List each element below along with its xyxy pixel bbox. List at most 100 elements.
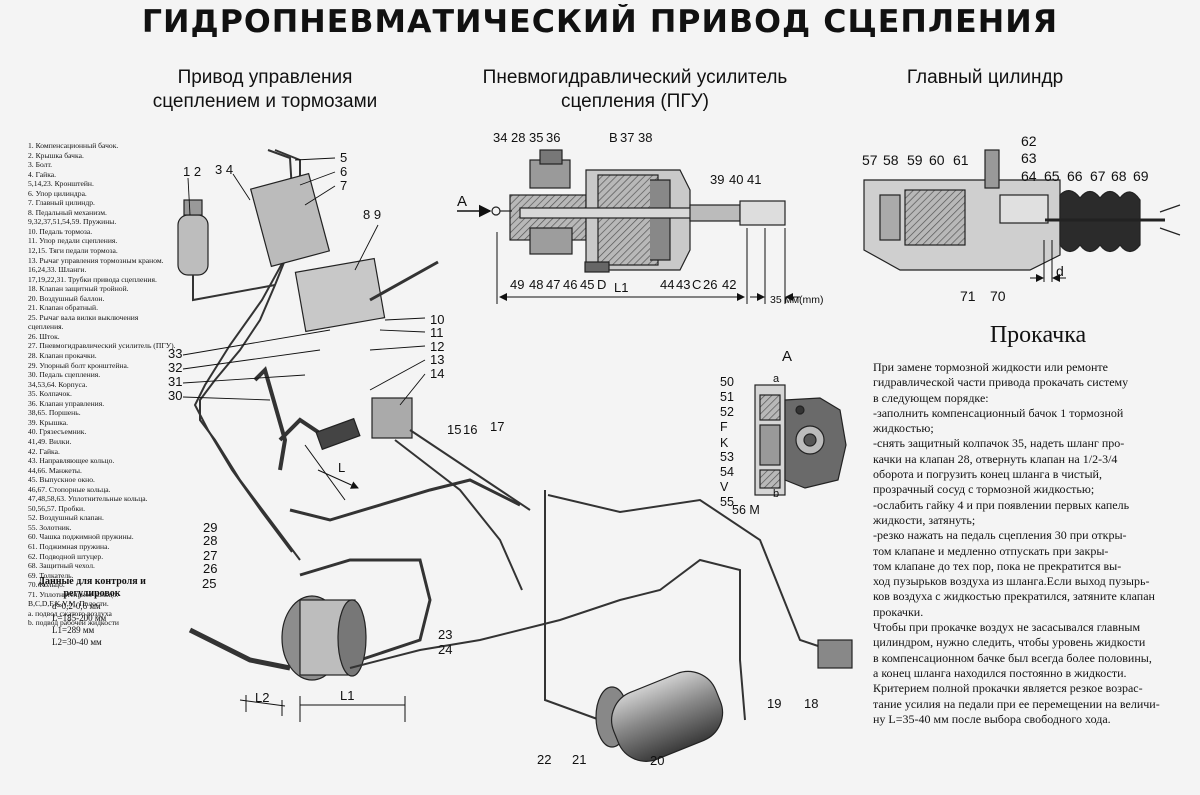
callout-label: 55 bbox=[720, 495, 734, 509]
legend-item: 20. Воздушный баллон. bbox=[28, 293, 105, 303]
legend-item: сцепления. bbox=[28, 322, 64, 332]
page-title: ГИДРОПНЕВМАТИЧЕСКИЙ ПРИВОД СЦЕПЛЕНИЯ bbox=[141, 4, 1059, 40]
callout-label: 3 4 bbox=[215, 162, 233, 177]
callout-label: C bbox=[692, 277, 701, 292]
control-data: Данные для контроля и регулировок d=0,2-… bbox=[22, 576, 162, 648]
callout-label: 45 bbox=[580, 277, 594, 292]
callout-label: 40 bbox=[729, 172, 743, 187]
dimension-label: L1 bbox=[614, 280, 628, 295]
pgu-dimension-lines bbox=[457, 204, 800, 304]
callout-label: 15 bbox=[447, 422, 461, 437]
legend-item: 12,15. Тяги педали тормоза. bbox=[28, 246, 118, 256]
legend-item: 3. Болт. bbox=[28, 160, 53, 170]
legend-item: 29. Упорный болт кронштейна. bbox=[28, 360, 129, 370]
valve-detail-drawing bbox=[754, 384, 847, 496]
bleeding-line: ход пузырьков воздуха из шланга.Если вых… bbox=[873, 574, 1150, 589]
bleeding-line: том клапане и медленно отпускать при зак… bbox=[873, 543, 1109, 558]
callout-label: 28 bbox=[203, 533, 217, 548]
legend-item: 70. Кольцо. bbox=[28, 580, 65, 590]
legend-item: 13. Рычаг управления тормозным краном. bbox=[28, 255, 164, 265]
callout-label: 16 bbox=[463, 422, 477, 437]
callout-label: 5 bbox=[340, 150, 347, 165]
control-value: L=185-200 мм bbox=[52, 613, 107, 623]
dimension-label: L2 bbox=[255, 690, 269, 705]
legend-item: 28. Клапан прокачки. bbox=[28, 351, 97, 361]
bleeding-line: гидравлической части привода прокачать с… bbox=[873, 375, 1129, 390]
bleeding-line: жидкостью; bbox=[873, 421, 934, 436]
callout-label: 37 bbox=[620, 130, 634, 145]
callout-label: 46 bbox=[563, 277, 577, 292]
legend-item: 16,24,33. Шланги. bbox=[28, 265, 87, 275]
legend-item: 62. Подводной штуцер. bbox=[28, 551, 104, 561]
legend-item: 42. Гайка. bbox=[28, 446, 60, 456]
callout-label: 59 bbox=[907, 152, 923, 168]
callout-label: 11 bbox=[430, 325, 444, 340]
callout-label: 7 bbox=[340, 178, 347, 193]
callout-label: 49 bbox=[510, 277, 524, 292]
legend-item: 35. Колпачок. bbox=[28, 389, 72, 399]
callout-label: 14 bbox=[430, 366, 444, 381]
legend-item: a. подвод сжатого воздуха bbox=[28, 608, 112, 618]
legend-item: 7. Главный цилиндр. bbox=[28, 198, 95, 208]
bleeding-line: оборота и погрузить конец шланга в чисты… bbox=[873, 467, 1102, 482]
master-cylinder-dimension bbox=[1030, 240, 1066, 282]
bleeding-line: -заполнить компенсационный бачок 1 тормо… bbox=[873, 405, 1124, 420]
callout-label: 34 bbox=[493, 130, 507, 145]
bleeding-instructions: При замене тормозной жидкости или ремонт… bbox=[873, 360, 1195, 727]
legend-item: 61. Поджимная пружина. bbox=[28, 541, 110, 551]
callout-label: 60 bbox=[929, 152, 945, 168]
callout-label: 13 bbox=[430, 352, 444, 367]
view-a-label: А bbox=[782, 348, 792, 365]
drive-dimension-lines bbox=[239, 444, 406, 722]
callout-label: b bbox=[773, 488, 779, 500]
callout-label: 32 bbox=[168, 360, 182, 375]
callout-label: 39 bbox=[710, 172, 724, 187]
callout-label: 52 bbox=[720, 405, 734, 419]
callout-label: 64 bbox=[1021, 168, 1037, 184]
bleeding-title: Прокачка bbox=[989, 322, 1087, 348]
callout-label: 12 bbox=[430, 339, 444, 354]
legend-item: 41,49. Вилки. bbox=[28, 436, 72, 446]
legend-item: 10. Педаль тормоза. bbox=[28, 226, 93, 236]
legend-item: 17,19,22,31. Трубки привода сцепления. bbox=[28, 274, 157, 284]
bleeding-line: в следующем порядке: bbox=[873, 390, 989, 405]
legend-item: 2. Крышка бачка. bbox=[28, 150, 84, 160]
bleeding-line: При замене тормозной жидкости или ремонт… bbox=[873, 360, 1108, 374]
callout-label: 56 M bbox=[732, 503, 760, 517]
dimension-label: L bbox=[338, 460, 345, 475]
callout-label: 67 bbox=[1090, 168, 1106, 184]
legend-item: 71. Уплотнительное кольцо. bbox=[28, 589, 119, 599]
callout-label: V bbox=[720, 480, 729, 494]
section-title-master-cylinder: Главный цилиндр bbox=[906, 67, 1064, 88]
bleeding-line: ну L=35-40 мм после выбора свободного хо… bbox=[873, 711, 1111, 726]
legend-item: 34,53,64. Корпуса. bbox=[28, 379, 88, 389]
legend-item: 38,65. Поршень. bbox=[28, 408, 81, 418]
callout-label: 27 bbox=[203, 548, 217, 563]
callout-label: 50 bbox=[720, 375, 734, 389]
callout-label: 43 bbox=[676, 277, 690, 292]
callout-label: 38 bbox=[638, 130, 652, 145]
legend-item: 50,56,57. Пробки. bbox=[28, 503, 85, 513]
legend-item: 60. Чашка поджимной пружины. bbox=[28, 532, 134, 542]
control-heading: регулировок bbox=[63, 588, 121, 599]
parts-legend: 1. Компенсационный бачок.2. Крышка бачка… bbox=[28, 141, 178, 628]
drive-leader-lines bbox=[182, 157, 426, 406]
callout-label: 71 bbox=[960, 288, 976, 304]
legend-item: 26. Шток. bbox=[28, 331, 60, 341]
callout-label: 22 bbox=[537, 752, 551, 767]
callout-label: 65 bbox=[1044, 168, 1060, 184]
callout-label: 8 9 bbox=[363, 207, 381, 222]
legend-item: 55. Золотник. bbox=[28, 522, 72, 532]
legend-item: 1. Компенсационный бачок. bbox=[28, 141, 119, 150]
legend-item: 21. Клапан обратный. bbox=[28, 303, 98, 313]
legend-item: 27. Пневмогидравлический усилитель (ПГУ)… bbox=[28, 341, 176, 351]
dimension-label: 35 мм(mm) bbox=[770, 294, 824, 306]
legend-item: 69. Толкатель. bbox=[28, 570, 74, 580]
callout-label: F bbox=[720, 420, 728, 434]
legend-item: 6. Упор цилиндра. bbox=[28, 188, 87, 198]
legend-item: 52. Воздушный клапан. bbox=[28, 513, 104, 523]
section-title-drive: Привод управления сцеплением и тормозами bbox=[120, 66, 410, 114]
legend-item: 68. Защитный чехол. bbox=[28, 561, 95, 571]
